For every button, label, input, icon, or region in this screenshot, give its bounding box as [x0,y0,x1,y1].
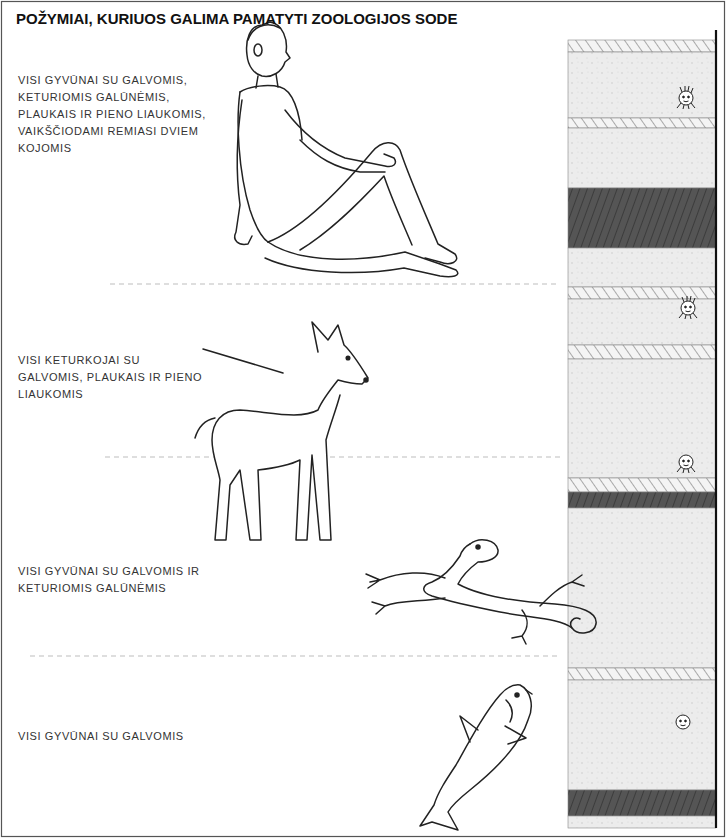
stratum-band [568,188,716,248]
column-edge [715,30,717,828]
creature-eye [680,720,682,722]
illustration-part [240,86,302,140]
illustration-part [372,598,445,614]
creature-body [679,455,693,469]
illustration-part [540,575,584,606]
illustration-part [300,140,385,172]
creature-body [681,301,695,315]
illustration-part [195,418,215,438]
stratum-band [568,118,716,128]
stratum-band [568,492,716,508]
creature-eye [683,96,685,98]
lizard-figure [366,540,596,644]
creature-hair [682,296,695,303]
illustration-part [506,700,512,722]
stratum-band [568,287,716,299]
stratum-band [568,52,716,118]
illustration-part [254,44,262,56]
diagram-title: POŽYMIAI, KURIUOS GALIMA PAMATYTI ZOOLOG… [16,10,457,27]
stratum-band [568,359,716,478]
rock-strata [568,30,716,828]
creature-mouth [684,465,689,467]
illustration-part [515,693,519,697]
creature-eye [688,460,690,462]
illustration-part [346,356,350,360]
tiny-creature [677,455,695,473]
leader-line [203,349,283,373]
creature-eye [685,306,687,308]
creature-eye [688,96,690,98]
illustration-part [526,690,532,694]
creature-body [676,715,690,729]
illustration-part [238,92,268,242]
stratum-band [568,345,716,359]
fish-figure [420,685,532,830]
creature-legs [679,313,697,319]
illustration-part [212,322,368,540]
illustration-part [460,716,478,742]
group-label: VISI KETURKOJAI SU GALVOMIS, PLAUKAIS IR… [18,352,204,403]
illustration-part [30,655,560,656]
illustration-part [235,100,252,244]
creature-eye [690,306,692,308]
stratum-band [568,508,716,668]
illustration-part [424,544,572,628]
illustration-part [268,143,457,264]
creature-hair [680,86,693,93]
stratum-band [568,40,716,52]
illustration-part [476,545,480,549]
illustration-part [247,22,290,76]
creature-mouth [686,311,691,313]
dog-figure [195,322,368,540]
dashed-dividers [30,284,560,656]
human-figure [235,22,458,277]
creature-eye [685,720,687,722]
stratum-band [568,816,716,828]
tiny-creature [677,86,695,109]
stratum-band [568,128,716,188]
group-label: VISI GYVŪNAI SU GALVOMIS IR KETURIOMIS G… [18,563,240,597]
stratum-band [568,790,716,816]
tiny-creature [679,296,697,319]
creature-legs [677,467,695,473]
illustration-part [285,110,395,167]
illustration-part [265,242,458,277]
illustration-part [420,685,531,830]
illustration-part [110,283,560,284]
group-label: VISI GYVŪNAI SU GALVOMIS, KETURIOMIS GAL… [18,72,230,157]
illustration-part [505,726,526,744]
illustration-part [366,573,445,588]
stratum-band [568,680,716,790]
creature-legs [677,103,695,109]
illustration-part [364,378,368,382]
illustration-part [300,176,412,250]
creature-eye [683,460,685,462]
stratum-band [568,668,716,680]
creature-mouth [681,725,686,727]
stratum-band [568,299,716,345]
group-label: VISI GYVŪNAI SU GALVOMIS [18,728,278,745]
stratum-band [568,248,716,287]
tiny-creature [676,715,690,729]
creature-body [679,91,693,105]
illustration-part [248,25,280,40]
illustration-part [105,456,560,457]
stratum-band [568,478,716,492]
illustration-part [512,610,527,644]
creature-mouth [684,101,689,103]
